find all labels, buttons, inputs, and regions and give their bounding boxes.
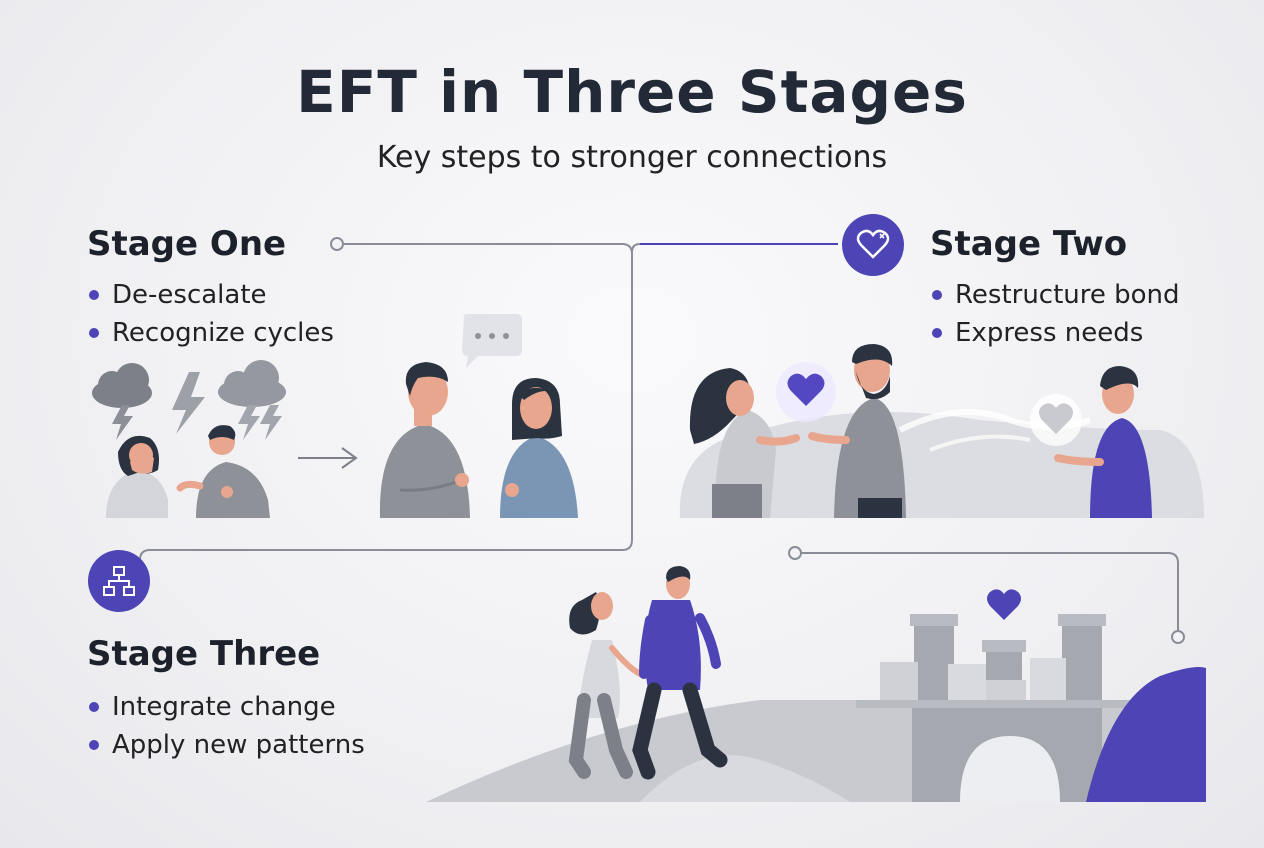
stage-one-storm-scene: [92, 360, 358, 518]
stage-one-bullets: De-escalate Recognize cycles: [87, 276, 334, 352]
purple-hill: [1086, 667, 1206, 802]
list-item: Restructure bond: [930, 276, 1180, 314]
lightning-icon: [172, 372, 205, 434]
woman-offering-figure: [689, 368, 800, 518]
storm-cloud-icon: [218, 360, 286, 440]
list-item: Recognize cycles: [87, 314, 334, 352]
man-receiving-figure: [1054, 366, 1152, 518]
stage-three-bullets: Integrate change Apply new patterns: [87, 688, 365, 764]
heart-icon: [856, 229, 890, 259]
stage-one-title: Stage One: [87, 224, 287, 264]
stage-two-bullets: Restructure bond Express needs: [930, 276, 1180, 352]
bridge-illustration: [856, 614, 1168, 802]
storm-cloud-icon: [92, 363, 152, 440]
stage-two-title: Stage Two: [930, 224, 1128, 264]
list-item: De-escalate: [87, 276, 334, 314]
stage-two-badge: [842, 214, 904, 276]
walking-man-figure: [632, 566, 728, 780]
page-subtitle: Key steps to stronger connections: [376, 140, 888, 175]
page-title: EFT in Three Stages: [296, 58, 968, 126]
stage-three-title: Stage Three: [87, 634, 321, 674]
man-talking-figure: [379, 362, 470, 518]
glowing-heart-icon: [776, 362, 836, 422]
list-item: Apply new patterns: [87, 726, 365, 764]
bearded-man-figure: [808, 344, 906, 518]
distressed-woman-figure: [106, 435, 168, 518]
list-item: Express needs: [930, 314, 1180, 352]
hierarchy-icon: [103, 566, 135, 596]
list-item: Integrate change: [87, 688, 365, 726]
arrow-icon: [298, 447, 358, 469]
walking-woman-figure: [568, 592, 647, 779]
stage-three-badge: [88, 550, 150, 612]
frustrated-man-figure: [176, 425, 270, 518]
connector-lines: [139, 237, 1185, 644]
floating-heart-icon: [1030, 394, 1082, 446]
heart-icon: [987, 589, 1021, 620]
woman-listening-figure: [500, 378, 578, 518]
stage-one-conversation-scene: [379, 314, 578, 518]
speech-bubble-icon: [462, 314, 522, 368]
stage-two-scene: [679, 344, 1204, 518]
stage-three-scene: [426, 566, 1206, 802]
